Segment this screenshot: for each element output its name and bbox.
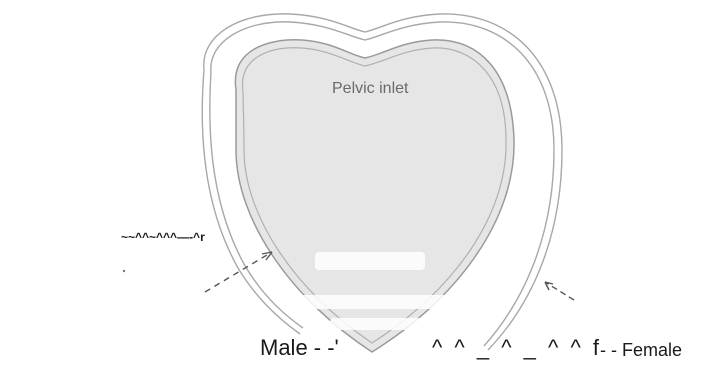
- male-legend-label: Male - -': [260, 335, 339, 361]
- scribble-label: ~~^^~^^^—-^r: [121, 230, 205, 244]
- stray-dot: [123, 270, 125, 272]
- middle-artifact-label: ^ ^ _ ^ _ ^ ^ f: [432, 335, 602, 361]
- right-arrow: [545, 282, 574, 300]
- pelvic-inlet-label: Pelvic inlet: [332, 80, 408, 98]
- left-arrow: [205, 252, 272, 292]
- female-legend-label: - - Female: [600, 340, 682, 361]
